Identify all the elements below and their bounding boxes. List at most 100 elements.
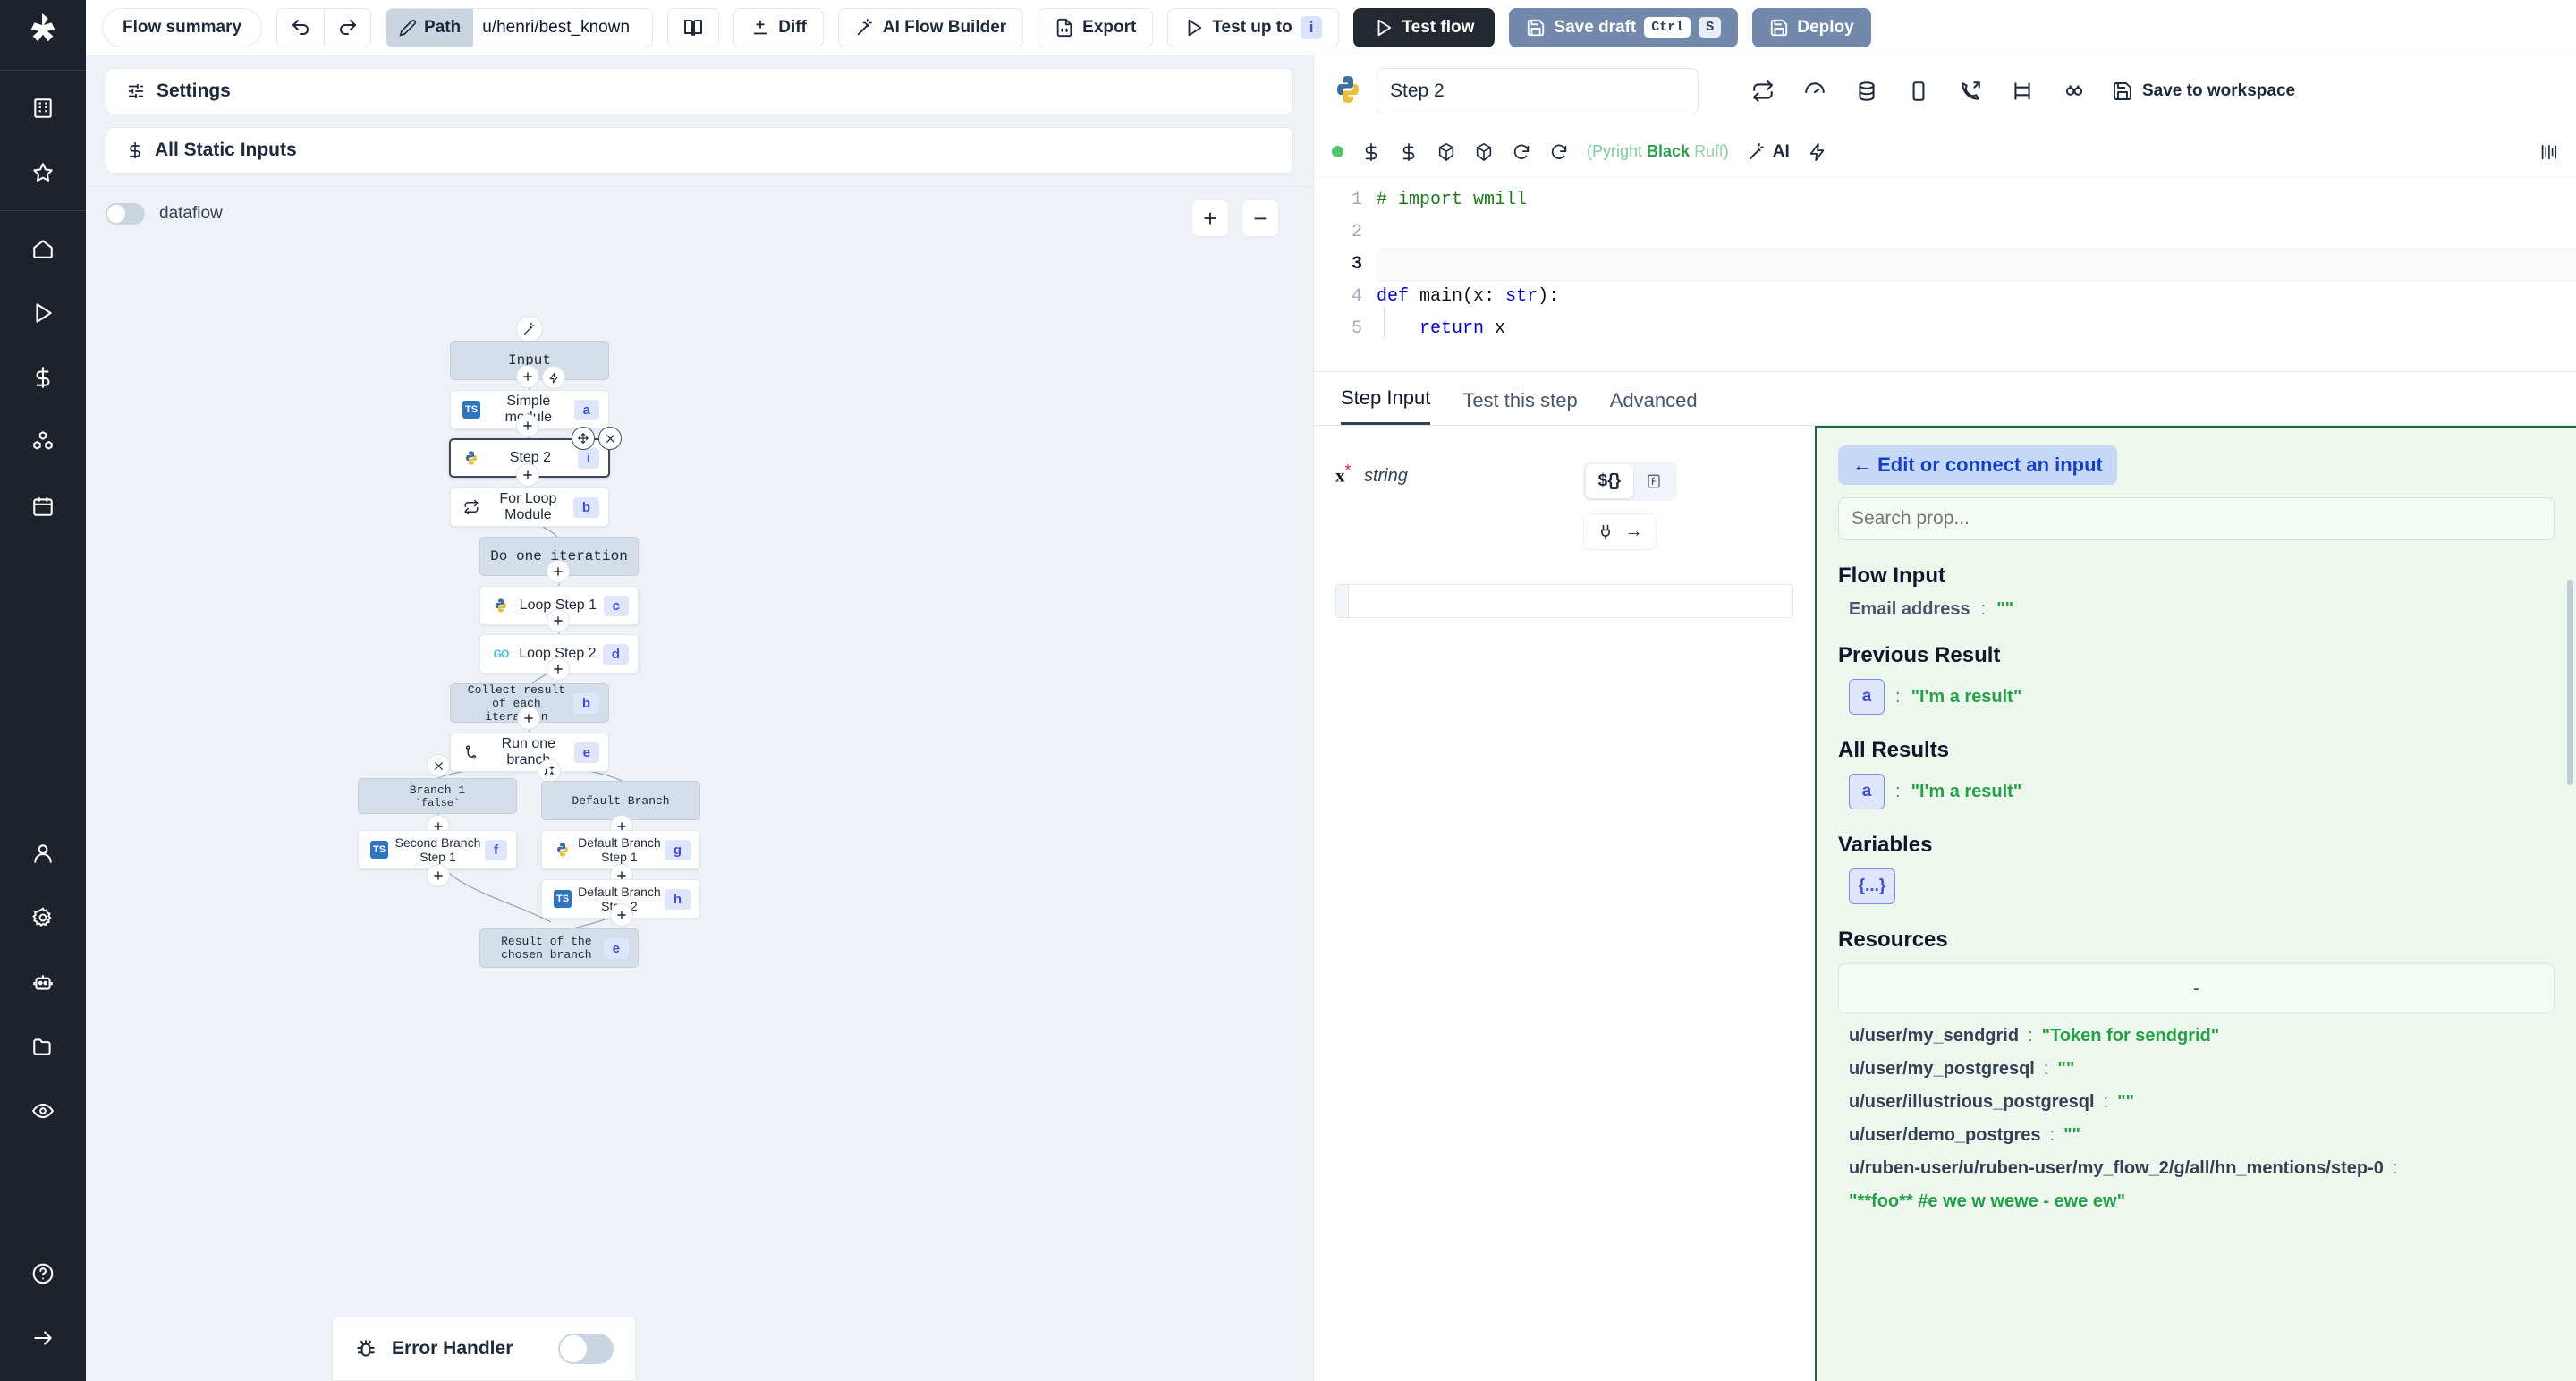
flow-summary-button[interactable]: Flow summary [102, 7, 263, 47]
add-step-icon[interactable] [517, 707, 540, 730]
tab-test-this-step[interactable]: Test this step [1462, 389, 1578, 411]
add-step-icon[interactable] [547, 609, 570, 632]
zoom-out-button[interactable]: − [1241, 199, 1279, 237]
lightning-icon[interactable] [1808, 142, 1827, 162]
sidebar-item-runs[interactable] [16, 281, 70, 345]
package-icon[interactable] [1436, 142, 1456, 162]
add-step-icon[interactable] [610, 903, 633, 927]
add-step-icon[interactable] [427, 864, 450, 887]
flow-input-row[interactable]: Email address : "" [1838, 599, 2555, 620]
code-editor[interactable]: 1 2 3 4 5 # import wmill def main(x: str… [1314, 177, 2576, 372]
dollar-icon[interactable] [1361, 142, 1381, 162]
resources-placeholder-box[interactable]: - [1838, 963, 2555, 1013]
minimap-icon[interactable] [2538, 142, 2558, 162]
sidebar-item-account[interactable] [16, 821, 70, 885]
variables-row[interactable]: {...} [1838, 868, 2555, 904]
sidebar-item-audit-logs[interactable] [16, 1079, 70, 1143]
flow-node-second-branch-step-1[interactable]: TS Second Branch Step 1 f [358, 830, 517, 869]
test-up-to-button[interactable]: Test up to i [1167, 7, 1340, 47]
resource-row[interactable]: u/user/illustrious_postgresql:"" [1838, 1092, 2555, 1113]
sidebar-item-settings[interactable] [16, 885, 70, 950]
search-prop-input[interactable] [1838, 497, 2555, 540]
add-step-icon[interactable] [516, 463, 539, 487]
sidebar-item-help[interactable] [16, 1241, 70, 1306]
all-results-row[interactable]: a : "I'm a result" [1838, 774, 2555, 809]
resource-row-value-wrap[interactable]: "**foo** #e we w wewe - ewe ew" [1838, 1191, 2555, 1212]
flow-node-default-branch-step-1[interactable]: Default Branch Step 1 g [541, 830, 700, 869]
sidebar-item-folders[interactable] [16, 1014, 70, 1079]
zoom-in-button[interactable]: + [1191, 199, 1229, 237]
resource-row[interactable]: u/user/demo_postgres:"" [1838, 1125, 2555, 1146]
all-static-inputs-accordion[interactable]: All Static Inputs [106, 127, 1293, 174]
arg-connect-button[interactable]: → [1582, 513, 1657, 550]
dataflow-toggle[interactable] [106, 203, 145, 225]
resource-row[interactable]: u/user/my_postgresql:"" [1838, 1059, 2555, 1080]
cache-icon[interactable] [1847, 72, 1886, 111]
sidebar-item-expand[interactable] [16, 1306, 70, 1370]
export-button[interactable]: Export [1038, 7, 1154, 47]
save-draft-button[interactable]: Save draft Ctrl S [1509, 7, 1739, 47]
add-branch-icon[interactable] [538, 759, 561, 783]
timeout-icon[interactable] [1795, 72, 1835, 111]
sidebar-item-workers[interactable] [16, 950, 70, 1014]
add-trigger-icon[interactable] [542, 366, 565, 389]
error-handler-bar[interactable]: Error Handler [332, 1317, 636, 1381]
code-content[interactable]: # import wmill def main(x: str): return … [1377, 177, 2576, 371]
refresh-icon[interactable] [1512, 142, 1531, 162]
diff-button[interactable]: Diff [733, 7, 824, 47]
arg-value-input[interactable] [1335, 584, 1793, 618]
save-to-workspace-button[interactable]: Save to workspace [2112, 80, 2295, 102]
flow-node-chosen-branch-result[interactable]: Result of the chosen branch e [479, 928, 639, 968]
path-label-chip[interactable]: Path [386, 8, 474, 47]
variables-chip[interactable]: {...} [1849, 868, 1895, 904]
suspend-icon[interactable] [2003, 72, 2042, 111]
sidebar-item-favorites[interactable] [16, 140, 70, 205]
sidebar-item-variables[interactable] [16, 345, 70, 410]
mode-expression-button[interactable]: ${} [1585, 464, 1633, 498]
path-input[interactable] [473, 8, 653, 47]
retry-icon[interactable] [1743, 72, 1783, 111]
path-field[interactable]: Path [386, 7, 654, 47]
result-chip-a[interactable]: a [1849, 774, 1885, 809]
flow-node-run-one-branch[interactable]: Run one branch e [450, 733, 609, 772]
redo-icon[interactable] [324, 8, 371, 47]
mode-function-button[interactable] [1633, 464, 1674, 498]
step-name-input[interactable] [1377, 68, 1699, 114]
app-logo[interactable] [0, 0, 86, 55]
connect-scroll-area[interactable]: Flow Input Email address : "" Previous R… [1838, 540, 2555, 1381]
book-icon[interactable] [668, 8, 719, 47]
ai-flow-builder-button[interactable]: AI Flow Builder [837, 7, 1024, 47]
error-handler-toggle[interactable] [558, 1334, 614, 1364]
add-step-icon[interactable] [516, 365, 539, 388]
mock-icon[interactable] [2055, 72, 2094, 111]
reload-icon[interactable] [1549, 142, 1569, 162]
flow-node-input[interactable]: Input [450, 341, 609, 380]
flow-node-branch-1[interactable]: Branch 1 `false` [358, 778, 517, 814]
package-icon[interactable] [1474, 142, 1494, 162]
flow-node-default-branch[interactable]: Default Branch [541, 781, 700, 820]
resource-row[interactable]: u/ruben-user/u/ruben-user/my_flow_2/g/al… [1838, 1158, 2555, 1179]
add-step-icon[interactable] [547, 657, 570, 681]
edit-or-connect-button[interactable]: ← Edit or connect an input [1838, 445, 2117, 485]
test-flow-button[interactable]: Test flow [1353, 7, 1496, 47]
delete-node-icon[interactable] [598, 427, 622, 450]
previous-result-row[interactable]: a : "I'm a result" [1838, 679, 2555, 715]
move-node-icon[interactable] [572, 427, 595, 450]
settings-accordion[interactable]: Settings [106, 68, 1293, 114]
early-stop-icon[interactable] [1951, 72, 1990, 111]
ai-suggest-icon[interactable] [516, 316, 543, 343]
flow-node-for-loop-module[interactable]: For Loop Module b [450, 487, 609, 527]
deploy-button[interactable]: Deploy [1752, 7, 1871, 47]
sidebar-item-resources[interactable] [16, 410, 70, 474]
delete-branch-icon[interactable] [427, 754, 450, 777]
sidebar-item-schedules[interactable] [16, 474, 70, 538]
sidebar-item-workspace[interactable] [16, 76, 70, 140]
sidebar-item-home[interactable] [16, 216, 70, 281]
undo-icon[interactable] [277, 8, 325, 47]
ai-assist-button[interactable]: AI [1747, 142, 1790, 162]
tab-advanced[interactable]: Advanced [1609, 389, 1698, 411]
flow-canvas[interactable]: dataflow + − [86, 186, 1313, 1381]
dollar-icon[interactable] [1399, 142, 1419, 162]
result-chip-a[interactable]: a [1849, 679, 1885, 715]
tab-step-input[interactable]: Step Input [1341, 386, 1431, 425]
